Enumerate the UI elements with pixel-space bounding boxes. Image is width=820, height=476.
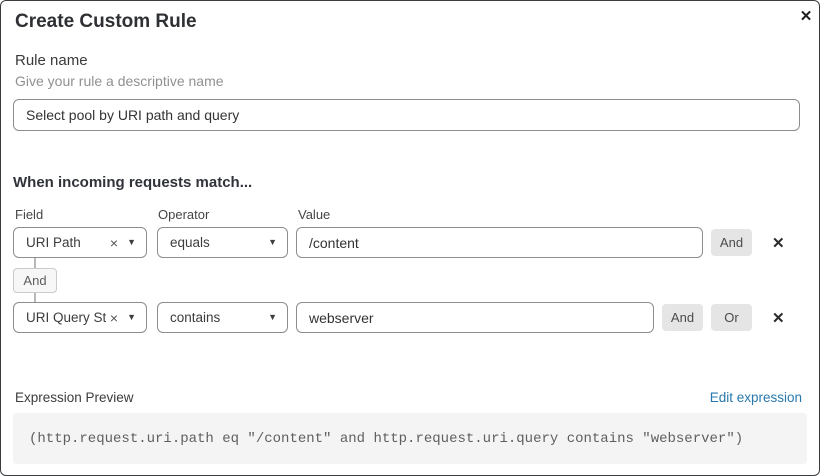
operator-select-value: equals	[170, 235, 210, 250]
remove-row-icon[interactable]: ✕	[772, 310, 785, 327]
value-input[interactable]	[296, 302, 654, 333]
chevron-down-icon: ▼	[127, 237, 136, 247]
field-column-label: Field	[15, 207, 44, 222]
logic-connector-badge: And	[13, 268, 57, 293]
add-and-condition-button[interactable]: And	[711, 229, 752, 256]
edit-expression-link[interactable]: Edit expression	[709, 390, 802, 405]
value-column-label: Value	[298, 207, 331, 222]
connector-line-bottom	[34, 293, 36, 302]
rule-name-helper: Give your rule a descriptive name	[15, 73, 224, 89]
chevron-down-icon: ▼	[127, 312, 136, 322]
field-select-value: URI Path	[26, 235, 81, 250]
add-or-condition-button[interactable]: Or	[711, 304, 752, 331]
rule-name-input[interactable]	[13, 99, 800, 131]
field-select[interactable]: URI Path × ▼	[13, 227, 147, 258]
expression-code: (http.request.uri.path eq "/content" and…	[29, 430, 744, 447]
operator-select[interactable]: contains ▼	[157, 302, 288, 333]
operator-select[interactable]: equals ▼	[157, 227, 288, 258]
operator-column-label: Operator	[158, 207, 210, 222]
add-and-condition-button[interactable]: And	[662, 304, 703, 331]
remove-row-icon[interactable]: ✕	[772, 235, 785, 252]
chevron-down-icon: ▼	[268, 312, 277, 322]
rule-name-label: Rule name	[15, 52, 88, 69]
clear-selection-icon[interactable]: ×	[109, 309, 119, 326]
field-select[interactable]: URI Query St... × ▼	[13, 302, 147, 333]
expression-preview-label: Expression Preview	[15, 390, 134, 405]
connector-line-top	[34, 258, 36, 268]
clear-selection-icon[interactable]: ×	[109, 234, 119, 251]
field-select-value: URI Query St...	[26, 310, 106, 325]
chevron-down-icon: ▼	[268, 237, 277, 247]
value-input[interactable]	[296, 227, 703, 258]
matcher-heading: When incoming requests match...	[13, 174, 253, 191]
dialog-title: Create Custom Rule	[15, 11, 197, 32]
close-icon[interactable]: ✕	[795, 6, 817, 28]
expression-code-box: (http.request.uri.path eq "/content" and…	[13, 413, 807, 464]
operator-select-value: contains	[170, 310, 221, 325]
